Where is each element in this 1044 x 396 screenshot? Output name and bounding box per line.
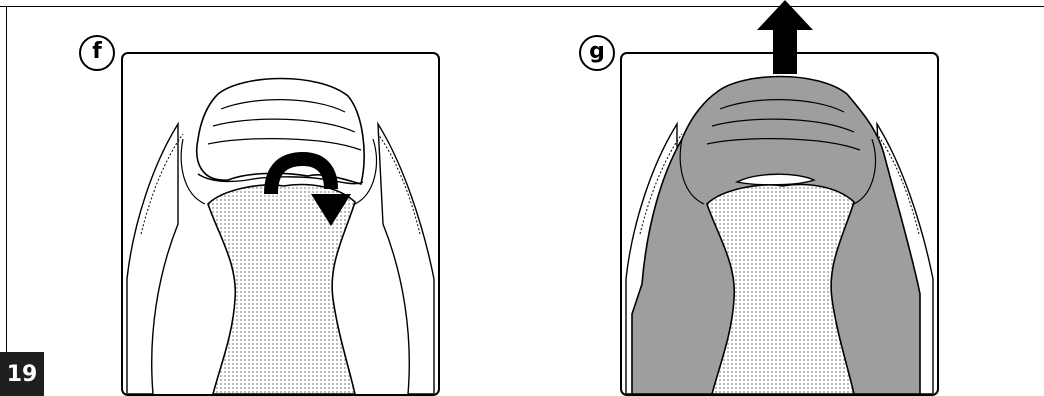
panel-f <box>121 52 440 396</box>
panel-label-g-text: g <box>589 41 605 63</box>
panel-label-g: g <box>579 35 615 71</box>
panel-label-f-text: f <box>92 41 102 63</box>
panel-label-f: f <box>79 35 115 71</box>
panel-g <box>620 52 939 396</box>
step-number-badge: 19 <box>0 352 44 396</box>
frame-left-border <box>6 6 7 396</box>
step-number-text: 19 <box>7 362 38 387</box>
panel-g-illustration <box>622 54 937 394</box>
up-arrow <box>757 0 813 74</box>
frame-top-border <box>0 6 1044 7</box>
panel-f-illustration <box>123 54 438 394</box>
